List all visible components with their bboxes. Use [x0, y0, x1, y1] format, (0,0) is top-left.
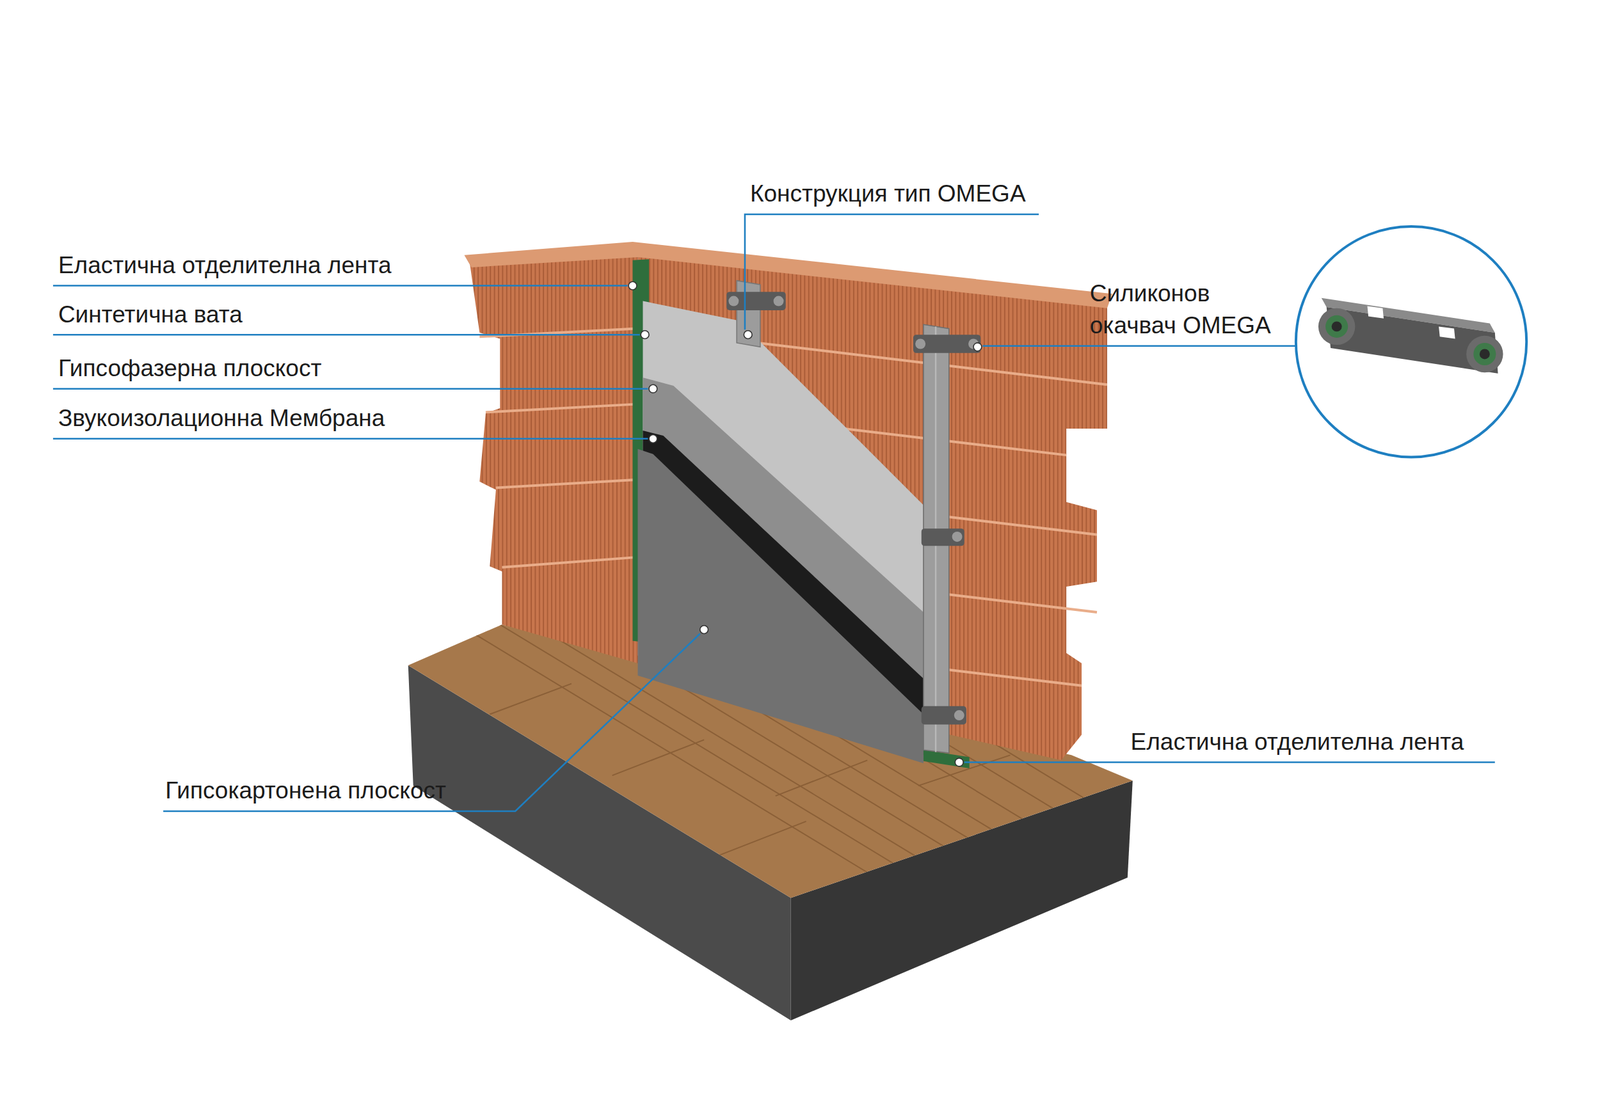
leader-dot — [973, 343, 982, 352]
callout-label: Конструкция тип OMEGA — [750, 177, 1026, 210]
omega-hanger — [773, 296, 784, 307]
brick-wall — [496, 480, 639, 489]
leader-dot — [743, 330, 752, 340]
callout-label: Гипсокартонена плоскост — [165, 775, 447, 808]
callout-label: Еластична отделителна лента — [58, 249, 392, 282]
brick-wall — [469, 245, 638, 664]
leader-dot — [640, 330, 649, 340]
leader-line — [744, 214, 1039, 330]
omega-hanger — [913, 334, 981, 354]
leader-line — [964, 761, 1496, 764]
leader-dot — [648, 384, 658, 393]
detail-inset — [1367, 305, 1384, 319]
leader-line — [982, 344, 1296, 347]
callout-label: Синтетична вата — [58, 298, 243, 331]
brick-wall — [501, 557, 638, 568]
leader-line — [163, 633, 701, 812]
leader-dot — [954, 758, 964, 767]
wall-layers — [736, 280, 761, 348]
callout-label: Гипсофазерна плоскост — [58, 352, 322, 385]
wood-floor — [714, 821, 806, 858]
leader-line — [53, 334, 640, 336]
detail-inset — [1325, 315, 1348, 338]
wall-layers — [637, 449, 923, 764]
detail-inset — [1296, 226, 1527, 457]
leader-line — [53, 438, 649, 441]
omega-hanger — [728, 296, 739, 307]
detail-inset — [1296, 226, 1527, 457]
leader-dot — [648, 434, 658, 443]
leader-dot — [628, 281, 637, 290]
detail-inset — [1466, 336, 1503, 373]
wood-floor — [612, 739, 704, 776]
omega-hanger — [726, 291, 786, 311]
leader-line — [53, 387, 649, 390]
omega-hanger — [915, 339, 926, 350]
omega-hanger — [921, 528, 965, 546]
detail-inset — [1318, 308, 1355, 345]
omega-hanger — [952, 531, 963, 543]
callout-label: Силиконов окачвач OMEGA — [1089, 277, 1282, 342]
callout-label: Звукоизолационна Мембрана — [58, 402, 385, 435]
omega-hanger — [954, 710, 965, 721]
callout-label: Еластична отделителна лента — [1130, 726, 1465, 759]
leader-dot — [700, 625, 709, 635]
wood-floor — [489, 684, 572, 715]
wood-floor — [979, 734, 1409, 996]
detail-inset — [1438, 326, 1456, 339]
omega-hanger — [921, 706, 967, 726]
detail-inset — [1479, 348, 1490, 360]
leader-lines — [53, 214, 1496, 812]
brick-wall — [464, 241, 1112, 309]
detail-inset — [1473, 343, 1496, 366]
leader-line — [53, 284, 628, 287]
brick-wall — [485, 404, 639, 413]
wall-layers — [637, 280, 949, 764]
detail-inset — [1331, 321, 1343, 332]
wood-floor — [775, 760, 868, 797]
omega-hanger — [726, 291, 981, 725]
